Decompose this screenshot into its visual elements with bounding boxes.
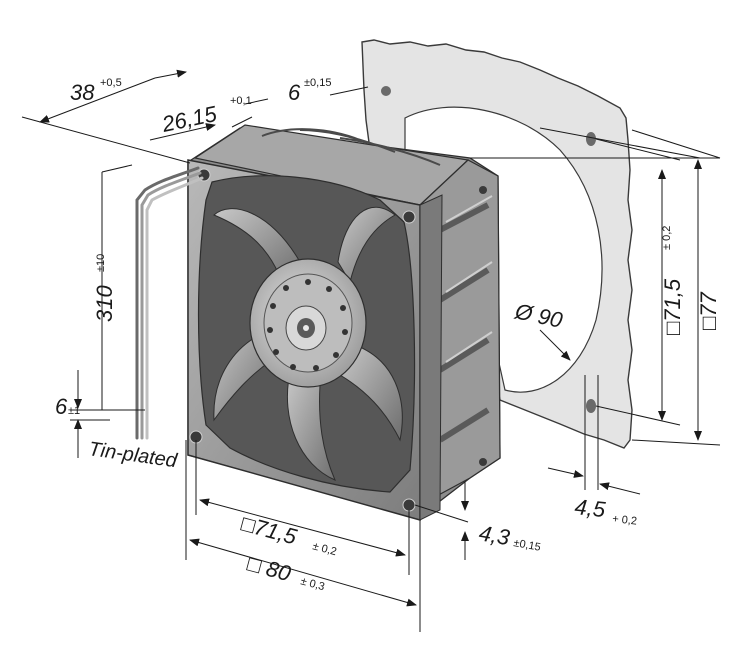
dim-hole-pitch-front-value: □71,5 (239, 511, 300, 550)
dimension-lines (21, 69, 721, 632)
dim-panel-hole-tol: + 0,2 (612, 513, 638, 528)
frame-hole-br (402, 498, 416, 512)
dim-lead-length-value: 310 (92, 285, 117, 322)
frame-hole-rear-tr (479, 186, 487, 194)
hub-vent-holes (267, 279, 348, 371)
frame-hole-tr (402, 210, 416, 224)
wire-note-label: Tin-plated (87, 438, 179, 472)
dim-flange-value: 6 (288, 80, 301, 105)
dim-panel-size-value: □77 (696, 291, 721, 330)
panel-hole-tl (381, 86, 391, 96)
fan-body (187, 124, 501, 521)
dim-cutout-pitch-tol: ± 0,2 (661, 226, 673, 250)
dim-cutout-pitch-value: □71,5 (660, 278, 685, 335)
dim-frame-size-value: □ 80 (245, 551, 295, 587)
dim-hole-pitch-front-tol: ± 0,2 (311, 540, 338, 558)
dim-strip-tol: ±1 (68, 405, 80, 417)
dim-hole-dia-tol: ±0,15 (512, 537, 541, 554)
panel-hole-br (586, 399, 596, 413)
dim-strip-value: 6 (55, 394, 68, 419)
lead-wires (135, 166, 204, 440)
dim-hole-dia-value: 4,3 (477, 520, 512, 550)
dim-lead-length-tol: ±10 (95, 254, 107, 272)
dim-flange-tol: ±0,15 (304, 77, 331, 89)
dim-depth-value: 38 (70, 80, 95, 105)
dim-depth-tol: +0,5 (100, 77, 122, 89)
dim-panel-hole-value: 4,5 (573, 494, 607, 522)
frame-hole-rear-br (479, 458, 487, 466)
panel-hole-tr (586, 132, 596, 146)
dim-wire-offset-value: 26,15 (159, 101, 220, 137)
dim-wire-offset-tol: +0,1 (230, 95, 252, 107)
